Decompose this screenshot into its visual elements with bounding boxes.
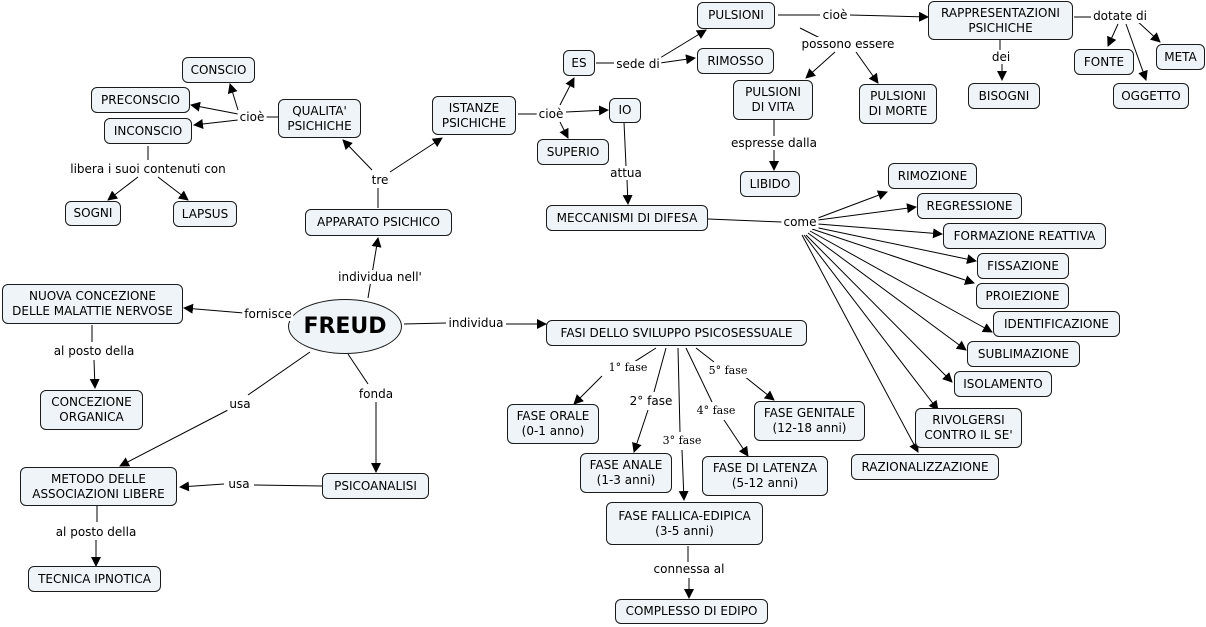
apparato-psichico-node[interactable]: APPARATO PSICHICO <box>305 209 452 236</box>
istanze-psichiche-node[interactable]: ISTANZE PSICHICHE <box>432 96 516 135</box>
meta-node[interactable]: META <box>1156 44 1205 70</box>
link-label-fase-4: 4° fase <box>694 404 738 418</box>
link-label-dotate-di: dotate di <box>1091 9 1149 23</box>
link-label-espresse-dalla: espresse dalla <box>729 136 819 150</box>
link-label-fornisce: fornisce <box>242 307 294 321</box>
link-label-usa: usa <box>226 477 252 491</box>
fase-fallica-edipica-node[interactable]: FASE FALLICA-EDIPICA (3-5 anni) <box>606 502 763 545</box>
regressione-node[interactable]: REGRESSIONE <box>917 193 1022 219</box>
concezione-organica-node[interactable]: CONCEZIONE ORGANICA <box>40 390 143 430</box>
link-label-possono-essere: possono essere <box>799 37 897 51</box>
metodo-associazioni-libere-node[interactable]: METODO DELLE ASSOCIAZIONI LIBERE <box>20 467 177 506</box>
link-label-individua-nell: individua nell' <box>336 270 424 284</box>
bisogni-node[interactable]: BISOGNI <box>968 83 1040 109</box>
link-label-libera: libera i suoi contenuti con <box>68 162 228 176</box>
link-label-fase-5: 5° fase <box>706 364 750 378</box>
psicoanalisi-node[interactable]: PSICOANALISI <box>322 473 429 499</box>
es-node[interactable]: ES <box>563 50 595 76</box>
sogni-node[interactable]: SOGNI <box>65 201 121 226</box>
fonte-node[interactable]: FONTE <box>1074 49 1134 75</box>
superio-node[interactable]: SUPERIO <box>537 139 609 165</box>
link-label-al-posto-della: al posto della <box>51 344 137 358</box>
preconscio-node[interactable]: PRECONSCIO <box>91 87 190 113</box>
sublimazione-node[interactable]: SUBLIMAZIONE <box>967 341 1080 367</box>
proiezione-node[interactable]: PROIEZIONE <box>976 283 1069 309</box>
tecnica-ipnotica-node[interactable]: TECNICA IPNOTICA <box>28 566 161 592</box>
link-label-tre: tre <box>369 173 391 187</box>
io-node[interactable]: IO <box>609 98 641 123</box>
link-label-fase-1: 1° fase <box>606 361 650 375</box>
link-label-fase-2: 2° fase <box>627 394 675 408</box>
rivolgersi-contro-il-se-node[interactable]: RIVOLGERSI CONTRO IL SE' <box>915 408 1022 448</box>
link-label-usa: usa <box>227 397 253 411</box>
razionalizzazione-node[interactable]: RAZIONALIZZAZIONE <box>851 454 999 480</box>
fase-di-latenza-node[interactable]: FASE DI LATENZA (5-12 anni) <box>702 456 828 496</box>
pulsioni-di-morte-node[interactable]: PULSIONI DI MORTE <box>859 84 937 124</box>
oggetto-node[interactable]: OGGETTO <box>1113 83 1189 109</box>
meccanismi-di-difesa-node[interactable]: MECCANISMI DI DIFESA <box>546 205 708 231</box>
link-label-dei: dei <box>989 50 1013 64</box>
link-label-fonda: fonda <box>356 387 396 401</box>
link-label-come: come <box>781 215 819 229</box>
link-label-individua: individua <box>446 316 506 330</box>
identificazione-node[interactable]: IDENTIFICAZIONE <box>993 311 1120 337</box>
link-label-cioe: cioè <box>820 8 850 22</box>
pulsioni-di-vita-node[interactable]: PULSIONI DI VITA <box>733 80 813 120</box>
freud-node[interactable]: FREUD <box>288 299 402 354</box>
link-label-cioe: cioè <box>237 110 267 124</box>
link-label-al-posto-della: al posto della <box>53 525 139 539</box>
formazione-reattiva-node[interactable]: FORMAZIONE REATTIVA <box>943 223 1106 249</box>
conscio-node[interactable]: CONSCIO <box>182 57 255 83</box>
pulsioni-node[interactable]: PULSIONI <box>697 2 775 29</box>
link-label-fase-3: 3° fase <box>660 434 704 448</box>
isolamento-node[interactable]: ISOLAMENTO <box>954 371 1052 397</box>
fase-anale-node[interactable]: FASE ANALE (1-3 anni) <box>580 453 672 493</box>
fissazione-node[interactable]: FISSAZIONE <box>977 253 1069 279</box>
rappresentazioni-psichiche-node[interactable]: RAPPRESENTAZIONI PSICHICHE <box>928 1 1073 40</box>
link-label-sede-di: sede di <box>614 57 662 71</box>
fasi-sviluppo-node[interactable]: FASI DELLO SVILUPPO PSICOSESSUALE <box>546 320 807 346</box>
complesso-di-edipo-node[interactable]: COMPLESSO DI EDIPO <box>615 599 768 624</box>
inconscio-node[interactable]: INCONSCIO <box>104 118 192 144</box>
link-label-attua: attua <box>608 166 644 180</box>
libido-node[interactable]: LIBIDO <box>740 171 800 197</box>
fase-orale-node[interactable]: FASE ORALE (0-1 anno) <box>507 404 599 444</box>
fase-genitale-node[interactable]: FASE GENITALE (12-18 anni) <box>754 401 865 441</box>
nuova-concezione-node[interactable]: NUOVA CONCEZIONE DELLE MALATTIE NERVOSE <box>2 284 183 324</box>
link-label-connessa-al: connessa al <box>651 562 727 576</box>
rimozione-node[interactable]: RIMOZIONE <box>888 163 977 189</box>
lapsus-node[interactable]: LAPSUS <box>173 201 237 227</box>
link-label-cioe: cioè <box>536 107 566 121</box>
rimosso-node[interactable]: RIMOSSO <box>697 48 774 74</box>
qualita-psichiche-node[interactable]: QUALITA' PSICHICHE <box>278 99 361 138</box>
